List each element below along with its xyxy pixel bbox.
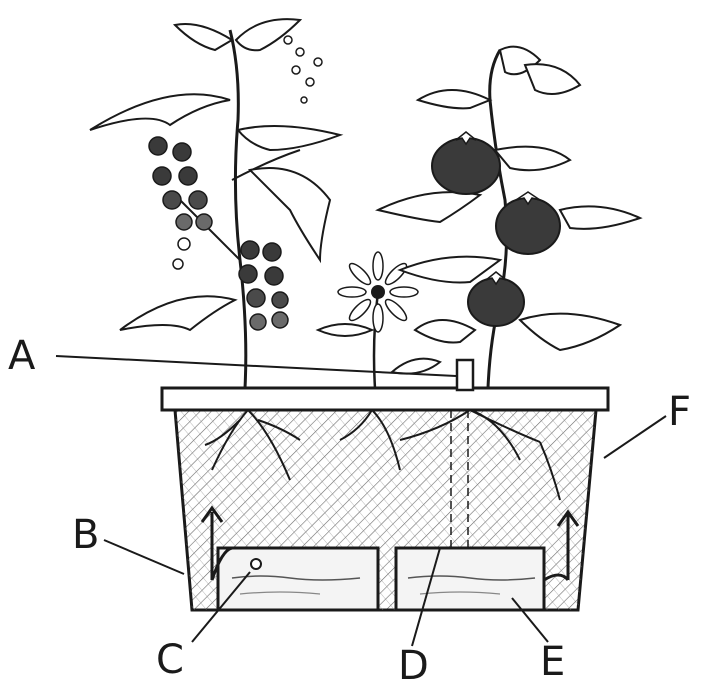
flower-bud — [296, 48, 304, 56]
cherry-tomato — [247, 289, 265, 307]
cherry-tomato — [189, 191, 207, 209]
cherry-tomato — [241, 241, 259, 259]
leaf — [250, 168, 330, 260]
flower-bud — [306, 78, 314, 86]
leaf — [400, 257, 500, 283]
label-c: C — [156, 640, 184, 680]
leaf — [378, 192, 480, 222]
cherry-tomato — [179, 167, 197, 185]
flower-bud — [284, 36, 292, 44]
leaf — [415, 320, 475, 343]
daisy-center — [371, 285, 385, 299]
leaf — [495, 147, 570, 171]
leaf — [318, 324, 372, 336]
cherry-tomato — [272, 312, 288, 328]
cherry-tomato — [272, 292, 288, 308]
tomato — [432, 138, 500, 194]
planter-rim — [162, 388, 608, 410]
leader-line-a — [56, 356, 456, 376]
leader-line-f — [604, 416, 666, 458]
water-level-indicator-float — [251, 559, 261, 569]
leaf — [175, 24, 232, 50]
cherry-tomato — [196, 214, 212, 230]
cherry-tomato — [173, 143, 191, 161]
cherry-tomato — [173, 259, 183, 269]
cherry-tomato-plant — [90, 19, 340, 388]
leaf — [120, 296, 235, 330]
leaf — [560, 206, 640, 228]
cherry-tomato — [265, 267, 283, 285]
flower-bud — [314, 58, 322, 66]
leaf — [392, 359, 440, 374]
flower-bud — [292, 66, 300, 74]
label-f: F — [668, 392, 691, 432]
cherry-tomato — [239, 265, 257, 283]
leaf — [520, 314, 620, 350]
label-a: A — [8, 336, 35, 376]
cherry-tomato — [176, 214, 192, 230]
label-e: E — [540, 642, 565, 682]
label-b: B — [72, 515, 99, 555]
cherry-tomato — [163, 191, 181, 209]
cherry-tomato — [153, 167, 171, 185]
cherry-tomato — [250, 314, 266, 330]
leaf — [90, 94, 230, 130]
tomato — [496, 198, 560, 254]
large-tomato-plant — [378, 47, 640, 388]
leaf — [525, 64, 580, 94]
cherry-tomato — [149, 137, 167, 155]
leaf — [418, 90, 490, 108]
flower-bud — [301, 97, 307, 103]
leaf — [238, 126, 340, 150]
cherry-tomato — [178, 238, 190, 250]
label-d: D — [398, 646, 429, 686]
leader-line-b — [104, 540, 184, 574]
leaf — [236, 19, 300, 50]
cherry-tomato — [263, 243, 281, 261]
